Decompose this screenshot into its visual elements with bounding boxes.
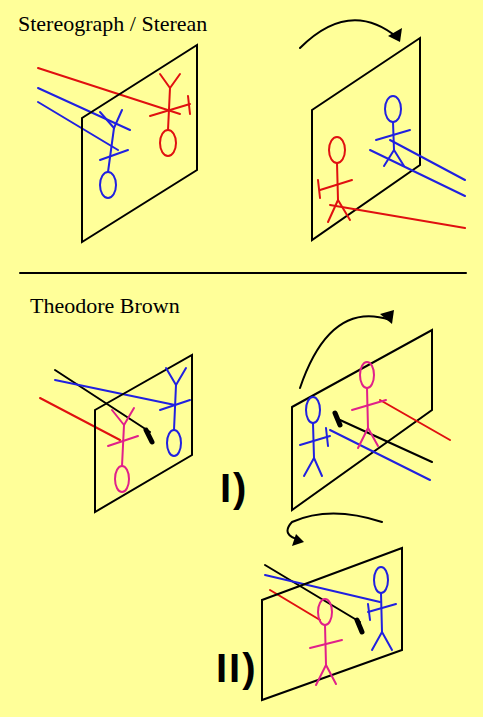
brown-front [40,355,192,512]
stereograph-front [38,45,197,242]
step-number: II) [216,646,258,690]
stereograph-back [312,38,465,240]
arrowhead [388,28,402,42]
rotation-arrow [300,20,398,48]
divider [20,272,466,274]
brown-flip-one [292,330,450,510]
rotation-arrow [288,514,383,541]
arrowhead [380,310,394,324]
arrowhead [292,534,304,546]
brown-flip-two [262,548,402,700]
step-number: I) [220,466,248,510]
section-heading: Theodore Brown [30,294,180,318]
section-heading: Stereograph / Sterean [18,12,207,36]
